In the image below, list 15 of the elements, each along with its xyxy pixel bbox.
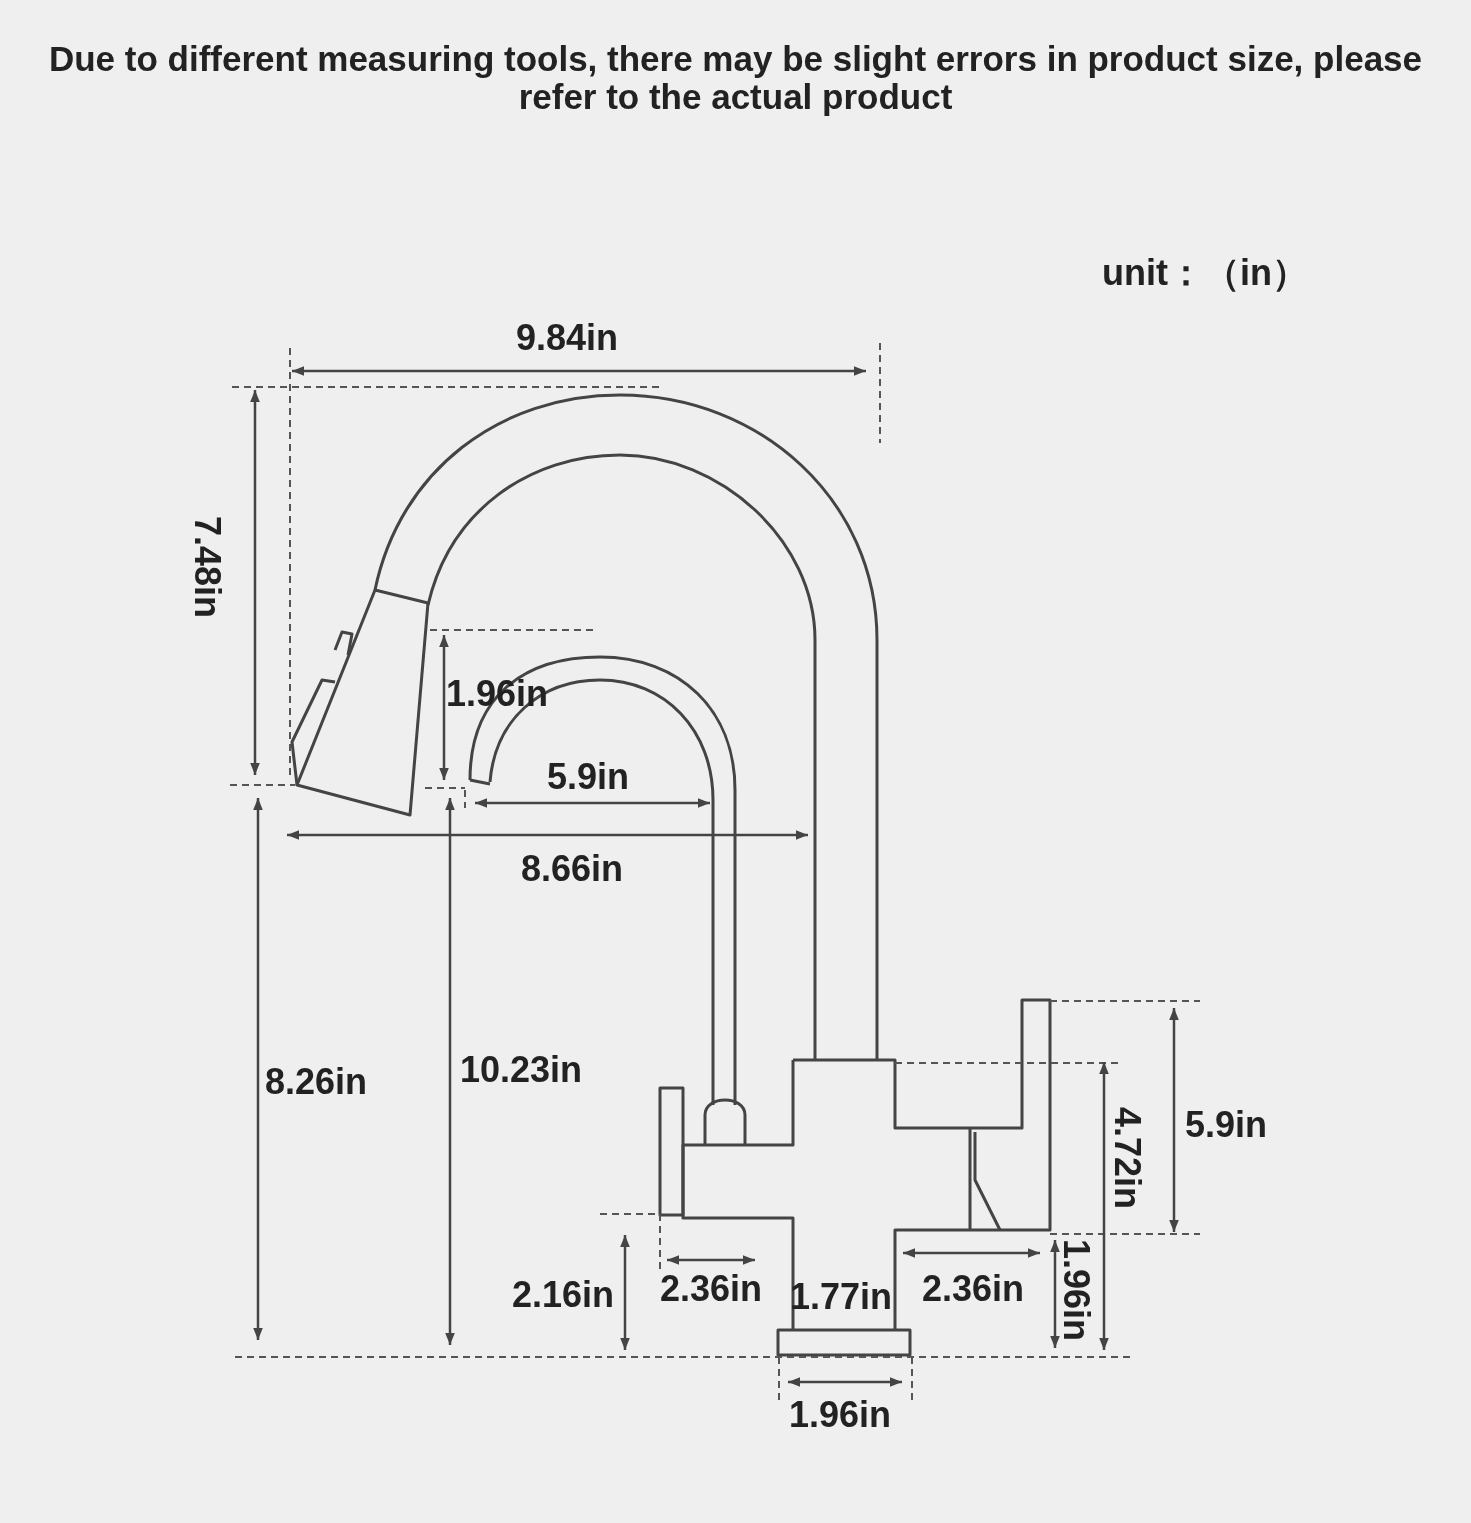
dimension-label: 1.96in (1056, 1238, 1097, 1342)
dimension-label: 7.48in (187, 515, 228, 619)
dimension-label: 2.36in (660, 1269, 763, 1309)
dimension-label: 2.36in (922, 1269, 1025, 1309)
dimension-label: 9.84in (516, 318, 619, 358)
heading: Due to different measuring tools, there may be slight errors in product size, please refer to the actual product (47, 40, 1424, 116)
dimension-label: 5.9in (1185, 1105, 1268, 1145)
dimension-label: 10.23in (460, 1050, 583, 1090)
dimension-label: 5.9in (547, 757, 630, 797)
dimension-label: 4.72in (1107, 1106, 1148, 1210)
dimension-label: 8.66in (521, 849, 624, 889)
dimension-label: 1.96in (789, 1395, 892, 1435)
dimension-label: 8.26in (265, 1062, 368, 1102)
unit-note: unit：（in） (1102, 253, 1308, 293)
dimension-label: 2.16in (512, 1275, 615, 1315)
